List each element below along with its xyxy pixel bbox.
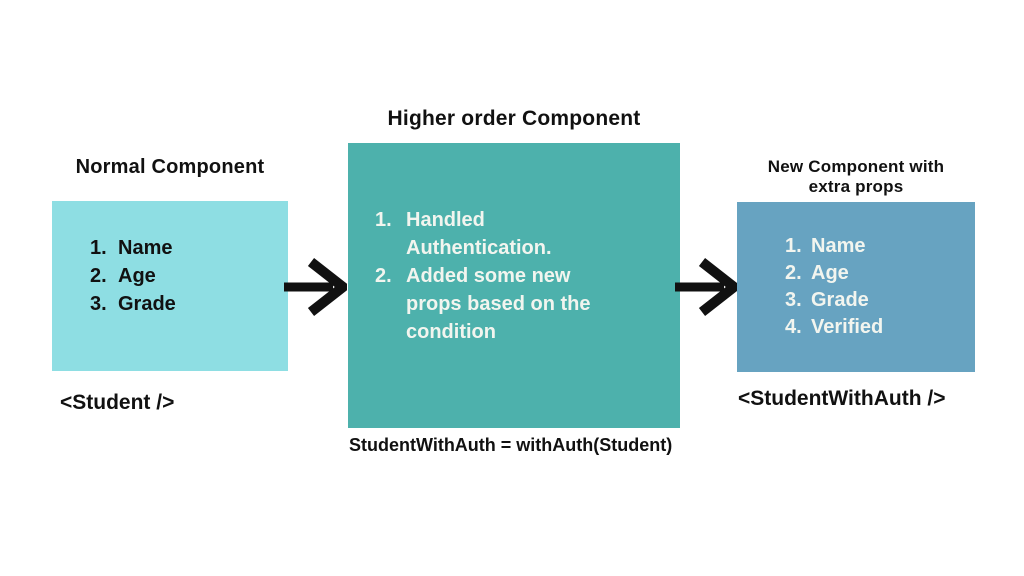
hoc-behavior-list: 1. Handled Authentication. 2. Added some… xyxy=(375,206,612,346)
new-component-title: New Component with extra props xyxy=(767,157,945,196)
list-item: 2. Age xyxy=(785,262,849,284)
list-item: 2. Age xyxy=(90,265,156,287)
list-item: 1. Name xyxy=(90,237,173,259)
new-component-box xyxy=(737,202,975,372)
student-with-auth-tag-caption: <StudentWithAuth /> xyxy=(738,387,946,410)
with-auth-expression-caption: StudentWithAuth = withAuth(Student) xyxy=(349,435,673,455)
normal-component-prop-list: 1. Name 2. Age 3. Grade xyxy=(90,234,176,318)
list-item: 3. Grade xyxy=(90,293,176,315)
list-item: 1. Handled Authentication. xyxy=(375,209,552,259)
normal-component-title: Normal Component xyxy=(75,156,265,178)
arrow-right-icon xyxy=(675,258,738,316)
arrow-right-icon xyxy=(284,258,347,316)
list-item: 2. Added some new props based on the con… xyxy=(375,265,591,343)
list-item: 3. Grade xyxy=(785,289,869,311)
student-tag-caption: <Student /> xyxy=(60,391,175,414)
normal-component-box xyxy=(52,201,288,371)
new-component-prop-list: 1. Name 2. Age 3. Grade 4. Verified xyxy=(785,233,883,341)
hoc-box xyxy=(348,143,680,428)
list-item: 1. Name xyxy=(785,235,866,257)
hoc-title: Higher order Component xyxy=(387,107,641,130)
list-item: 4. Verified xyxy=(785,316,884,338)
